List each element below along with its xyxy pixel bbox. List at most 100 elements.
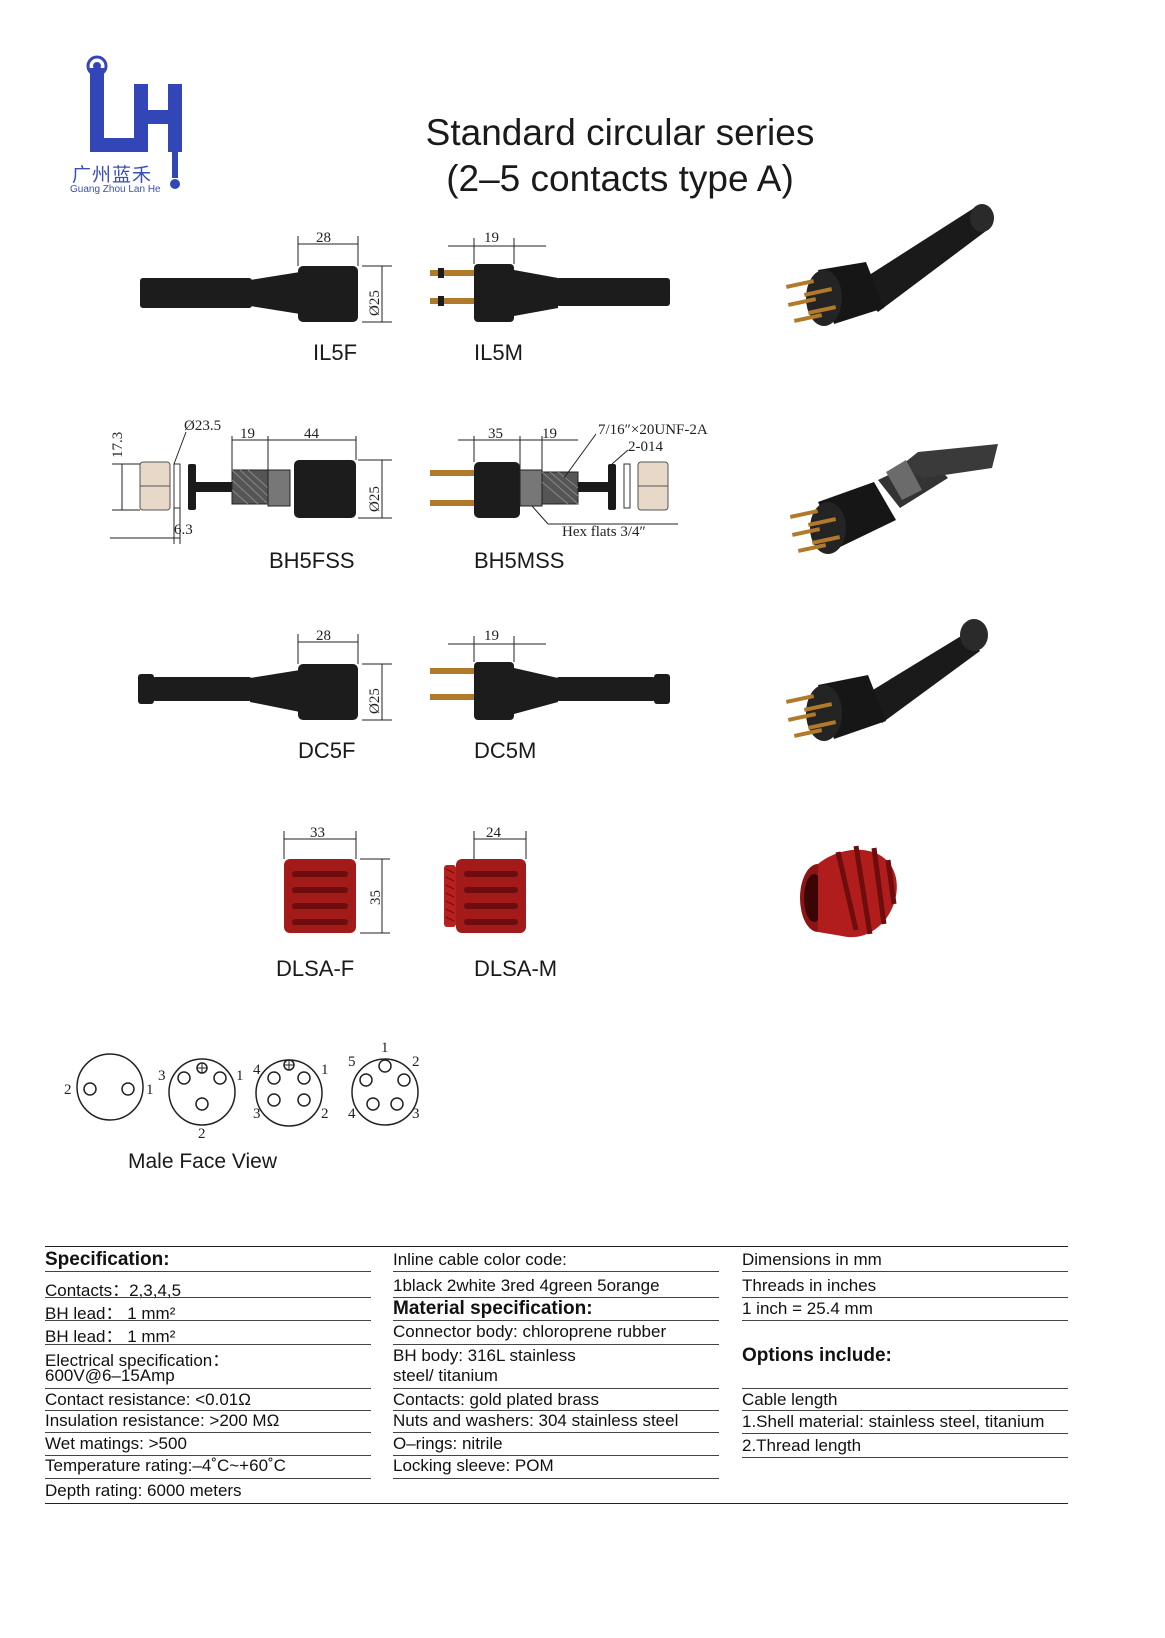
dc5f-label: DC5F [298,738,356,763]
dlsa-f-drawing: 33 35 [283,825,390,934]
note-dimensions: Dimensions in mm [742,1250,882,1269]
bh5fss-plate-thickness-dim: 6.3 [174,522,193,538]
option-shell-material: 1.Shell material: stainless steel, titan… [742,1412,1045,1431]
spec-electrical-label: Electrical specification： [45,1351,230,1370]
logo-chinese-name: 广州蓝禾 [72,164,153,186]
rule [393,1388,719,1389]
dlsa-f-label: DLSA-F [276,956,355,981]
bh5-render [789,444,998,554]
face2-pin-right: 1 [146,1082,154,1098]
rule [45,1432,371,1433]
spec-heading: Specification: [45,1249,170,1270]
il5m-length-dim: 19 [484,230,499,246]
bh5fss-thread-length-dim: 19 [240,426,255,442]
spec-bh-lead: BH lead： 1 mm² [45,1304,176,1323]
option-thread-length: 2.Thread length [742,1436,862,1455]
face3-pin-c: 2 [198,1126,206,1142]
rule [393,1344,719,1345]
note-inch-conversion: 1 inch = 25.4 mm [742,1299,873,1318]
bh5fss-drawing: 17.3 Ø23.5 19 44 6.3 Ø25 [110,418,392,544]
spec-wet-matings: Wet matings: >500 [45,1434,187,1453]
color-code-heading: Inline cable color code: [393,1250,567,1269]
bh5fss-plate-diameter-dim: Ø23.5 [184,418,221,434]
male-face-view-diagram: 2 1 3 1 2 4 1 3 2 1 5 2 4 3 [64,1040,420,1142]
rule [742,1320,1068,1321]
bh5mss-drawing: 35 19 7/16″×20UNF-2A 2-014 Hex flats 3/4… [430,422,708,540]
il5f-length-dim: 28 [316,230,331,246]
options-heading: Options include: [742,1345,892,1366]
bh5mss-thread-length-dim: 19 [542,426,557,442]
page-title-line1: Standard circular series [425,112,815,153]
spec-depth: Depth rating: 6000 meters [45,1481,242,1500]
il5f-diameter-dim: Ø25 [367,290,383,316]
rule [393,1320,719,1321]
bh5fss-label: BH5FSS [269,548,355,573]
face3-pin-b: 1 [236,1068,244,1084]
face2-pin-left: 2 [64,1082,72,1098]
face4-pin-b: 1 [321,1062,329,1078]
rule [45,1478,371,1479]
page-title-line2: (2–5 contacts type A) [446,158,794,199]
material-bh-body: BH body: 316L stainless [393,1346,576,1365]
spec-electrical-value: 600V@6–15Amp [45,1366,175,1385]
rule [393,1271,719,1272]
spec-contacts: Contacts：2,3,4,5 [45,1281,182,1300]
rule [742,1297,1068,1298]
rule [742,1410,1068,1411]
spec-insulation-resistance: Insulation resistance: >200 MΩ [45,1411,280,1430]
rule [45,1271,371,1272]
dc5m-length-dim: 19 [484,628,499,644]
bh5mss-body-length-dim: 35 [488,426,503,442]
table-top-rule [45,1246,1068,1247]
material-heading: Material specification: [393,1298,593,1319]
rule [45,1388,371,1389]
color-code-values: 1black 2white 3red 4green 5orange [393,1276,660,1295]
il5m-label: IL5M [474,340,523,365]
dlsa-render [800,845,897,938]
rule [45,1344,371,1345]
spec-bh-lead-2: BH lead： 1 mm² [45,1327,176,1346]
spec-temperature: Temperature rating:–4˚C~+60˚C [45,1456,286,1475]
dc5m-drawing: 19 [430,628,670,720]
material-locking-sleeve: Locking sleeve: POM [393,1456,554,1475]
rule [45,1320,371,1321]
rule [393,1455,719,1456]
face3-pin-a: 3 [158,1068,166,1084]
material-nuts-washers: Nuts and washers: 304 stainless steel [393,1411,679,1430]
male-face-view-title: Male Face View [128,1150,278,1173]
logo-mark [86,55,182,189]
face5-pin-b: 5 [348,1054,356,1070]
bh5fss-body-length-dim: 44 [304,426,320,442]
rule [393,1432,719,1433]
spec-contact-resistance: Contact resistance: <0.01Ω [45,1390,251,1409]
bh5mss-label: BH5MSS [474,548,565,573]
dlsa-f-height-dim: 35 [368,890,384,905]
dlsa-m-width-dim: 24 [486,825,502,841]
bh5fss-diameter-dim: Ø25 [367,486,383,512]
material-connector-body: Connector body: chloroprene rubber [393,1322,667,1341]
bh5mss-thread-spec: 7/16″×20UNF-2A [598,422,708,438]
face5-pin-e: 3 [412,1106,420,1122]
rule [742,1433,1068,1434]
dc5-render [785,619,988,741]
face5-pin-a: 1 [381,1040,389,1056]
dlsa-m-drawing: 24 [444,825,527,933]
face4-pin-d: 2 [321,1106,329,1122]
logo-english-name: Guang Zhou Lan He [70,184,161,195]
il5-render [785,204,994,326]
rule [742,1388,1068,1389]
dlsa-f-width-dim: 33 [310,825,325,841]
dc5f-drawing: 28 Ø25 [138,628,392,721]
face4-pin-c: 3 [253,1106,261,1122]
face5-pin-c: 2 [412,1054,420,1070]
option-cable-length: Cable length [742,1390,838,1409]
il5m-drawing: 19 [430,230,670,322]
dlsa-m-label: DLSA-M [474,956,558,981]
dc5m-label: DC5M [474,738,537,763]
face5-pin-d: 4 [348,1106,356,1122]
dc5f-length-dim: 28 [316,628,331,644]
rule [393,1410,719,1411]
note-threads: Threads in inches [742,1276,877,1295]
material-bh-body-cont: steel/ titanium [393,1366,498,1385]
rule [45,1410,371,1411]
